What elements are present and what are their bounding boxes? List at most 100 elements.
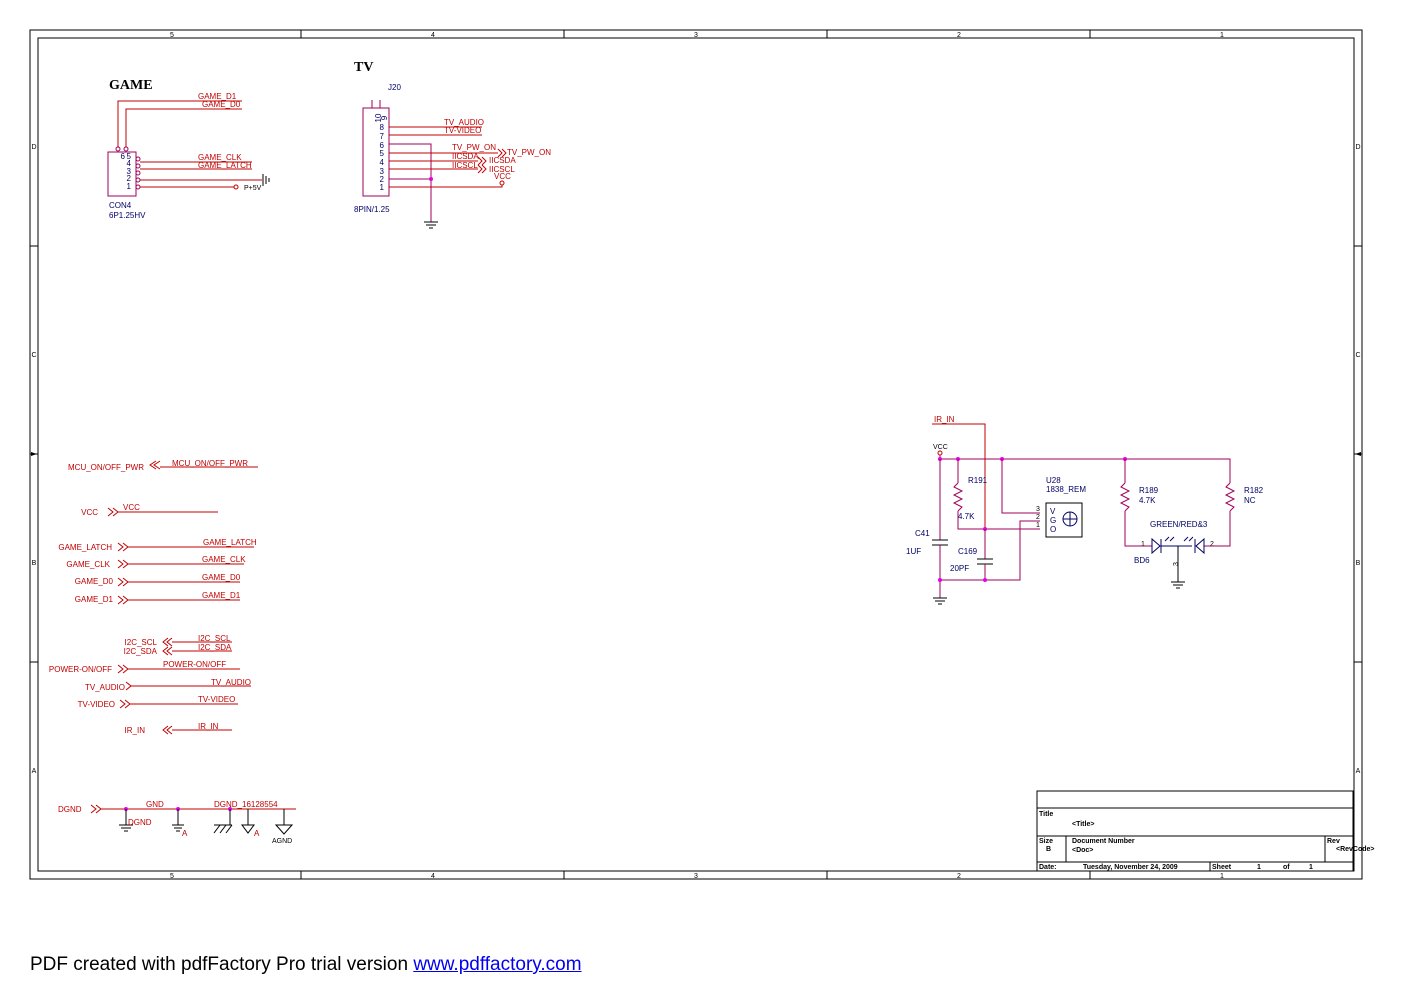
port-arrow-icon	[125, 681, 132, 691]
port-label-dgnd: DGND	[58, 805, 82, 814]
port-arrow-icon	[162, 646, 173, 656]
wire-u28-vcc	[1001, 459, 1040, 514]
footer-link[interactable]: www.pdffactory.com	[413, 954, 582, 975]
port-label: I2C_SDA	[124, 647, 158, 656]
net-label-gnd: GND	[146, 800, 164, 809]
j20-pin-label: 9	[380, 115, 389, 120]
wire-vcc	[389, 185, 503, 188]
section-title-tv: TV	[354, 60, 373, 75]
led-part: GREEN/RED&3	[1150, 520, 1208, 529]
pin-end	[135, 184, 141, 190]
j20-pin-label: 7	[380, 132, 385, 141]
center-arrow-icon	[31, 452, 37, 456]
of-label: of	[1283, 864, 1290, 871]
power-terminal-icon	[937, 450, 943, 456]
j20-pin-label: 4	[380, 158, 385, 167]
con4-pin-label: 2	[127, 174, 132, 183]
u28-pin-name: G	[1050, 516, 1056, 525]
doc-label: Document Number	[1072, 838, 1135, 845]
port-label-tv-pw-on: TV_PW_ON	[507, 148, 551, 157]
row-label-left: D	[31, 144, 36, 151]
port-label: TV_AUDIO	[85, 683, 125, 692]
u28-part: 1838_REM	[1046, 485, 1086, 494]
port-arrow-icon	[477, 156, 487, 166]
row-label-right: B	[1356, 560, 1361, 567]
size-label: Size	[1039, 838, 1053, 845]
net-label: VCC	[123, 503, 140, 512]
net-label-game-latch: GAME_LATCH	[198, 161, 252, 170]
ground-tag: A	[254, 829, 260, 838]
col-label-bottom: 1	[1220, 873, 1224, 880]
analog-ground-icon	[172, 824, 184, 832]
title-value: <Title>	[1072, 821, 1094, 828]
ir-receiver-section: IR_IN VCC R191 4.7K U28 1838_REM 3 2 1 V…	[906, 415, 1264, 605]
net-label: GAME_LATCH	[203, 538, 257, 547]
net-label-ir-in: IR_IN	[934, 415, 955, 424]
drawing-frame: 5 4 3 2 1 5 4 3 2 1 D C B A D C B A	[29, 29, 1363, 880]
port-label: TV-VIDEO	[78, 700, 115, 709]
ground-tag: A	[182, 829, 188, 838]
j20-pin-label: 10	[374, 113, 383, 122]
r191-value: 4.7K	[958, 512, 975, 521]
wire-ir-in	[932, 423, 986, 529]
j20-body	[362, 107, 390, 197]
j20-pin-label: 1	[380, 183, 385, 192]
col-label-bottom: 2	[957, 873, 961, 880]
row-label-left: C	[31, 352, 36, 359]
wire-game-d0	[125, 108, 242, 147]
r182-ref: R182	[1244, 486, 1264, 495]
port-label-iicscl: IICSCL	[489, 165, 515, 174]
j20-pin-label: 6	[380, 141, 385, 150]
net-label-iicsda: IICSDA	[452, 152, 479, 161]
u28-pin-label: 1	[1036, 522, 1040, 529]
ground-section: DGND GND DGND_16128554 DGND A A AGND	[58, 800, 296, 845]
r191-ref: R191	[968, 476, 988, 485]
of-value: 1	[1309, 864, 1313, 871]
port-arrow-icon	[119, 699, 131, 709]
port-arrow-icon	[117, 542, 129, 552]
port-list: MCU_ON/OFF_PWR MCU_ON/OFF_PWR VCC VCC GA…	[49, 459, 258, 735]
port-arrow-icon	[477, 164, 487, 174]
port-label: VCC	[81, 508, 98, 517]
net-label-tv-pw-on: TV_PW_ON	[452, 143, 496, 152]
junction-dot	[429, 177, 433, 181]
resistor-icon	[952, 482, 964, 512]
sheet-value: 1	[1257, 864, 1261, 871]
power-label-vcc: VCC	[933, 444, 948, 451]
resistor-icon	[1224, 482, 1236, 512]
net-label-game-d0: GAME_D0	[202, 100, 241, 109]
port-arrow-icon	[162, 725, 173, 735]
wire-game-d1	[117, 100, 242, 147]
net-label-tv-video: TV-VIDEO	[444, 126, 481, 135]
chassis-ground-icon	[213, 824, 233, 834]
r189-ref: R189	[1139, 486, 1159, 495]
section-title-game: GAME	[109, 78, 153, 93]
u28-body	[1045, 502, 1083, 538]
date-value: Tuesday, November 24, 2009	[1083, 864, 1178, 871]
ground-icon	[262, 174, 270, 186]
pdf-footer: PDF created with pdfFactory Pro trial ve…	[30, 954, 582, 976]
rev-label: Rev	[1327, 838, 1340, 845]
c41-value: 1UF	[906, 547, 921, 556]
net-label-dgnd: DGND	[128, 818, 152, 827]
u28-pin-name: O	[1050, 525, 1056, 534]
power-terminal-icon	[233, 184, 239, 190]
power-label-vcc: VCC	[494, 172, 511, 181]
port-label: POWER-ON/OFF	[49, 665, 112, 674]
u28-pin-name: V	[1050, 507, 1056, 516]
c169-ref: C169	[958, 547, 978, 556]
port-arrow-icon	[90, 804, 102, 814]
col-label-top: 5	[170, 32, 174, 39]
row-label-right: D	[1355, 144, 1360, 151]
col-label-bottom: 4	[431, 873, 435, 880]
net-label-iicscl: IICSCL	[452, 161, 478, 170]
u28-pin-label: 2	[1036, 514, 1040, 521]
col-label-top: 2	[957, 32, 961, 39]
ground-icon	[424, 221, 438, 229]
agnd-icon	[274, 824, 294, 835]
signal-ground-icon	[241, 824, 255, 834]
port-arrow-icon	[162, 637, 173, 647]
port-label: MCU_ON/OFF_PWR	[68, 463, 144, 472]
j20-ref: J20	[388, 83, 401, 92]
con4-pin-label: 6	[121, 152, 126, 161]
